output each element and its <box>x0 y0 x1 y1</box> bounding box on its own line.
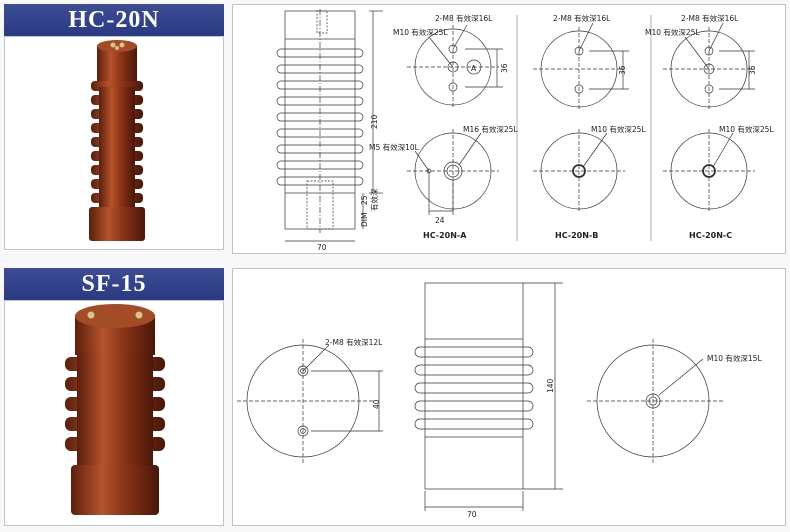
b-top-holes-label: 2-M8 有效深16L <box>553 13 611 23</box>
c-spacing-dim: 36 <box>748 65 757 75</box>
hc20n-dim-label: DIM <box>360 213 369 227</box>
b-spacing-dim: 36 <box>618 65 627 75</box>
hc20n-height-dim: 210 <box>370 114 379 129</box>
sf15-height-dim: 140 <box>546 378 555 393</box>
sf15-photo <box>4 300 224 526</box>
hc20n-drawing-panel: 70 210 25 DIM 有效深 2-M8 有效深16L M10 有效深25L… <box>232 4 786 254</box>
a-spacing-dim: 36 <box>500 63 509 73</box>
c-center-hole-label: M10 有效深25L <box>645 27 700 37</box>
hc20n-photo <box>4 36 224 250</box>
a-datum-mark: A <box>471 64 477 73</box>
hc20n-width-dim: 70 <box>317 243 327 252</box>
b-bottom-label: M10 有效深25L <box>591 124 646 134</box>
sf15-spacing-dim: 40 <box>372 399 381 409</box>
sf15-bottom-label: M10 有效深15L <box>707 353 762 363</box>
hc20n-title: HC-20N <box>4 4 224 36</box>
variant-a-name: HC-20N-A <box>423 231 467 240</box>
hc20n-drawings: 70 210 25 DIM 有效深 2-M8 有效深16L M10 有效深25L… <box>276 9 774 252</box>
c-top-holes-label: 2-M8 有效深16L <box>681 13 739 23</box>
a-bottom-big-label: M16 有效深25L <box>463 124 518 134</box>
hc20n-thread-dim: 25 <box>360 195 369 205</box>
sf15-drawing-panel: 2-M8 有效深12L 40 70 140 M10 有效深15L <box>232 268 786 526</box>
a-offset-dim: 24 <box>435 216 445 225</box>
variant-b-name: HC-20N-B <box>555 231 598 240</box>
a-bottom-small-label: M5 有效深10L <box>369 142 420 152</box>
c-bottom-label: M10 有效深25L <box>719 124 774 134</box>
sf15-width-dim: 70 <box>467 510 477 519</box>
sf15-title: SF-15 <box>4 268 224 300</box>
a-center-hole-label: M10 有效深25L <box>393 27 448 37</box>
sf15-top-holes-label: 2-M8 有效深12L <box>325 337 383 347</box>
hc20n-depth-note: 有效深 <box>369 188 379 211</box>
variant-c-name: HC-20N-C <box>689 231 732 240</box>
sf15-drawings: 2-M8 有效深12L 40 70 140 M10 有效深15L <box>237 282 762 519</box>
a-top-holes-label: 2-M8 有效深16L <box>435 13 493 23</box>
